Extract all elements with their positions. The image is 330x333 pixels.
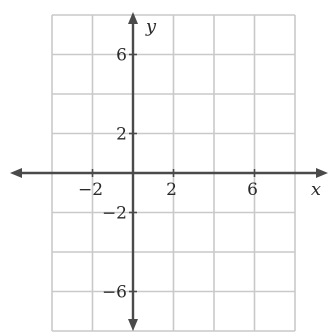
tick-labels: −2 2 6 6 2 −2 −6 xyxy=(78,46,258,303)
y-axis-arrow-down xyxy=(128,319,138,331)
y-tick-label: −2 xyxy=(102,204,127,224)
x-tick-label: 6 xyxy=(247,180,258,200)
y-axis-title: y xyxy=(145,16,157,37)
x-axis-title: x xyxy=(311,179,321,200)
y-axis-arrow-up xyxy=(128,12,138,24)
y-tick-label: 2 xyxy=(116,125,127,145)
x-tick-label: −2 xyxy=(78,180,103,200)
y-tick-label: 6 xyxy=(116,46,127,66)
x-axis-arrow-right xyxy=(316,168,328,178)
tick-marks xyxy=(91,53,256,293)
y-tick-label: −6 xyxy=(102,283,127,303)
x-axis-arrow-left xyxy=(10,168,22,178)
x-tick-label: 2 xyxy=(166,180,177,200)
axes xyxy=(10,12,328,331)
